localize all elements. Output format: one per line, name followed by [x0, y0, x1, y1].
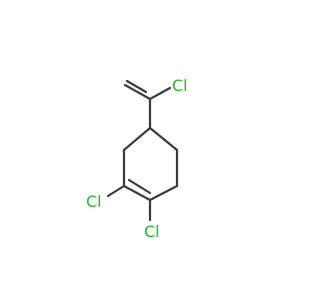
bond-c7-cl1	[148, 86, 172, 101]
bond-c5-c4	[122, 126, 152, 152]
bond-c2-c1	[148, 184, 179, 202]
bond-c7-c8-inner	[125, 79, 148, 94]
molecule-structure: Cl Cl Cl	[86, 76, 188, 241]
atom-label-cl3: Cl	[144, 222, 160, 241]
atom-label-cl2: Cl	[86, 192, 102, 211]
bond-c3-c2-double	[127, 178, 152, 195]
bond-c6-c5	[148, 126, 179, 152]
bond-c3-cl2	[106, 184, 126, 198]
atom-label-cl1: Cl	[172, 76, 188, 95]
bond-c7-c8-outer	[123, 83, 152, 101]
bond-c3-c3a	[122, 184, 152, 202]
